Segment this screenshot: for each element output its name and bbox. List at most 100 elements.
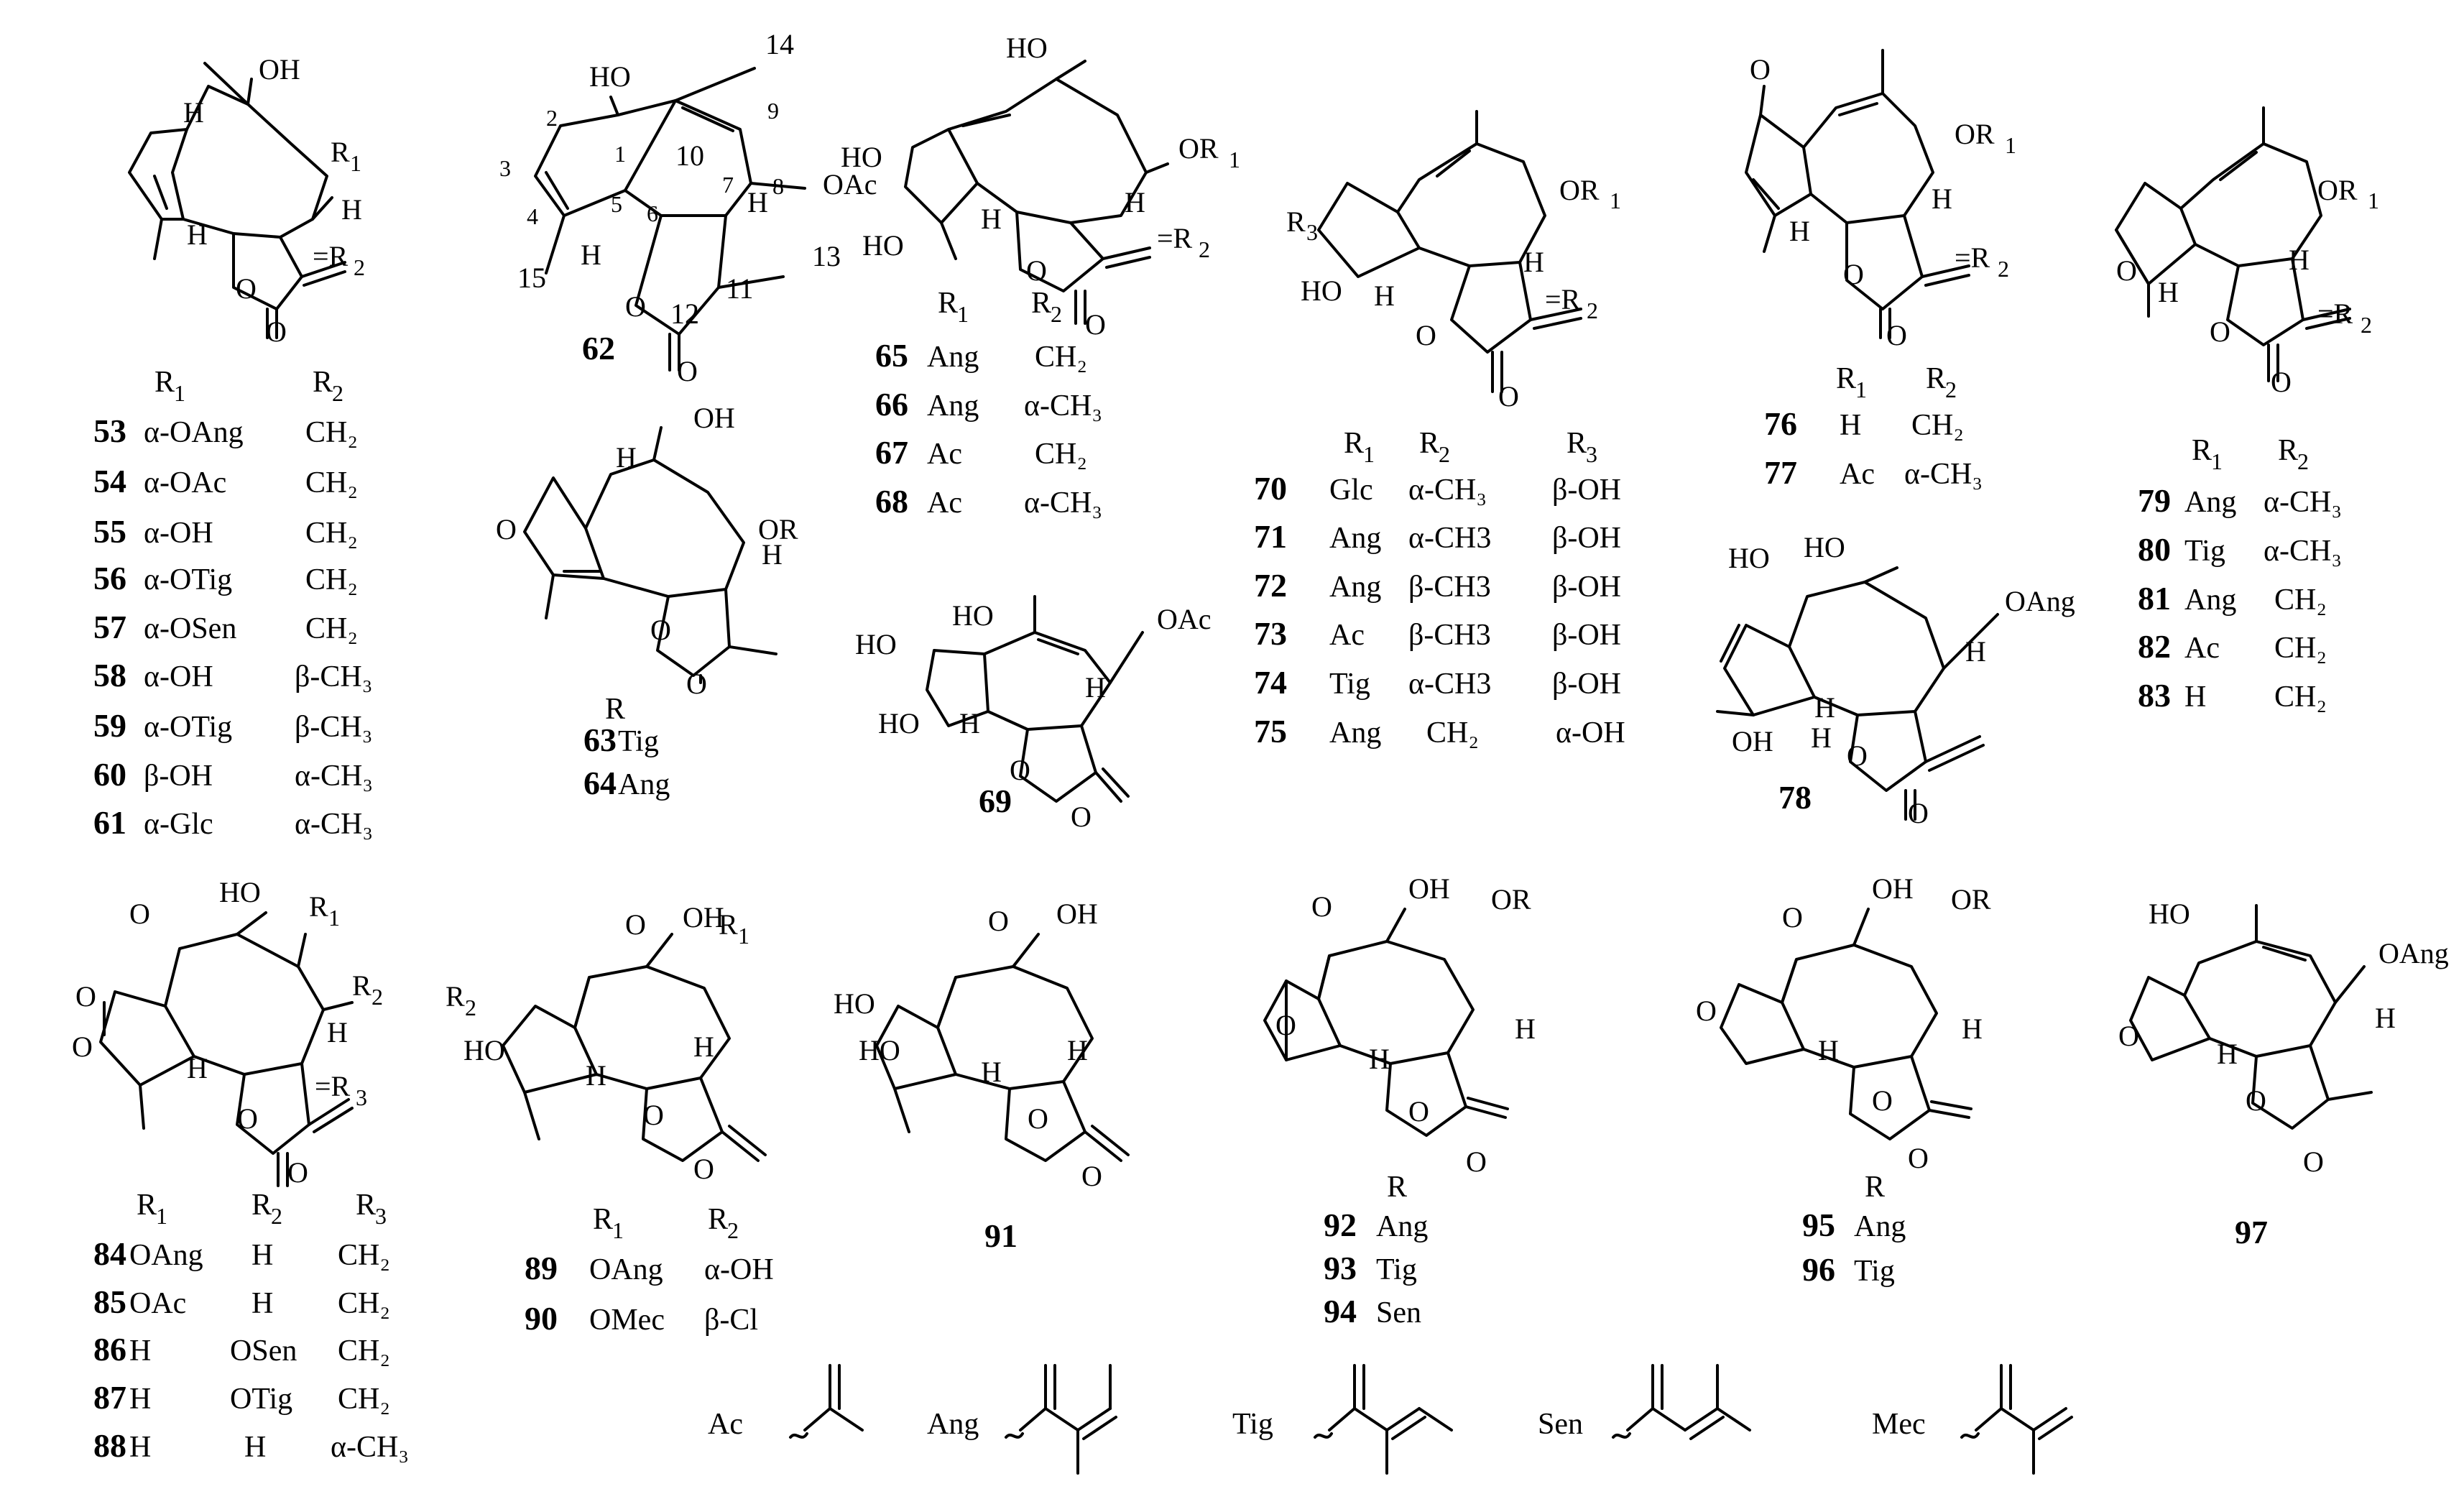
table-header-label: R [1031, 287, 1051, 320]
compound-number: 90 [525, 1300, 558, 1337]
atom-label: R [309, 890, 328, 923]
atom-label: 2 [1587, 298, 1598, 323]
table-header-label: 3 [375, 1203, 387, 1229]
table-header-label: R [1836, 362, 1856, 395]
substituent-value: CH₂ [305, 517, 358, 550]
atom-label: H [1932, 183, 1952, 215]
atom-label: OR [1955, 118, 1995, 150]
atom-label: O [677, 355, 698, 387]
atom-label: O [2210, 315, 2230, 348]
atom-label: H [693, 1031, 714, 1063]
atom-label: O [1498, 380, 1519, 412]
atom-label: O [988, 905, 1009, 937]
substituent-value: CH₂ [305, 466, 358, 499]
atom-label: H [183, 96, 204, 129]
atom-label: R [719, 908, 738, 941]
table-header-label: 2 [727, 1217, 739, 1243]
substituent-value: Tig [1854, 1255, 1895, 1288]
atom-label: HO [589, 60, 631, 93]
atom-label: O [650, 614, 671, 646]
table-header-label: R [708, 1203, 728, 1236]
substituent-value: Ac [1329, 619, 1365, 652]
compound-number: 95 [1802, 1207, 1835, 1243]
atom-label: H [1789, 215, 1810, 247]
table-header-label: 2 [2297, 448, 2309, 474]
substituent-value: CH₂ [2274, 681, 2327, 714]
atom-label: OR [1951, 883, 1991, 916]
substituent-value: Tig [618, 725, 659, 758]
compound-number: 56 [93, 560, 126, 596]
table-header-label: R [154, 366, 175, 399]
substituent-value: β-OH [1552, 571, 1621, 604]
compound-number: 78 [1778, 779, 1812, 816]
table-header-label: R [252, 1189, 272, 1222]
atom-label: O [693, 1153, 714, 1185]
atom-label: O [1085, 308, 1106, 341]
table-header-label: R [356, 1189, 376, 1222]
atom-label: O [1908, 797, 1929, 829]
atom-label: H [586, 1059, 606, 1092]
table-header-label: 1 [957, 301, 969, 327]
substituent-value: Ac [2184, 632, 2220, 665]
compound-number: 94 [1324, 1293, 1357, 1329]
substituent-value: Ang [1329, 522, 1381, 555]
atom-label: 7 [722, 172, 734, 198]
atom-label: O [1026, 254, 1047, 287]
atom-label: O [236, 272, 257, 305]
compound-number: 83 [2138, 677, 2171, 714]
substituent-value: CH₂ [1035, 438, 1087, 471]
substituent-value: Tig [2184, 535, 2225, 568]
substituent-value: OSen [230, 1334, 297, 1368]
substituent-value: Ang [618, 768, 670, 801]
atom-label: OR [1559, 174, 1600, 206]
compound-number: 60 [93, 756, 126, 793]
atom-label: 2 [546, 105, 558, 131]
compound-number: 97 [2235, 1214, 2268, 1250]
atom-label: OH [259, 53, 300, 86]
atom-label: O [643, 1099, 664, 1131]
atom-label: 14 [765, 28, 794, 60]
table-header-label: 1 [156, 1203, 167, 1229]
table-header-label: R [2192, 434, 2212, 467]
atom-label: 3 [1306, 219, 1318, 245]
atom-label: OR [1491, 883, 1531, 916]
compound-number: 53 [93, 412, 126, 449]
compound-number: 61 [93, 804, 126, 841]
substituent-value: α-OH [704, 1253, 774, 1286]
substituent-value: H [1840, 409, 1861, 442]
substituent-value: α-CH₃ [295, 760, 373, 793]
structure-84-88 [99, 911, 354, 1187]
atom-label: OR [2317, 174, 2358, 206]
atom-label: 8 [772, 173, 784, 199]
atom-label: HO [2149, 898, 2190, 930]
substituent-value: H [244, 1431, 266, 1464]
compound-number: 84 [93, 1235, 126, 1272]
substituent-value: α-OAng [144, 416, 244, 449]
atom-label: O [72, 1031, 93, 1063]
atom-label: O [1081, 1160, 1102, 1192]
compound-number: 81 [2138, 580, 2171, 617]
atom-label: H [1811, 722, 1832, 754]
substituent-value: H [2184, 681, 2206, 714]
atom-label: O [1750, 53, 1771, 86]
atom-label: 5 [611, 191, 622, 217]
compound-number: 75 [1254, 713, 1287, 750]
compound-number: 93 [1324, 1250, 1357, 1286]
structure-53-61 [128, 62, 346, 339]
substituent-value: Ang [2184, 486, 2236, 519]
atom-label: =R [1955, 241, 1990, 274]
atom-label: HO [862, 229, 904, 262]
compound-number: 85 [93, 1283, 126, 1320]
substituent-value: CH₂ [1035, 341, 1087, 374]
atom-label: O [75, 980, 96, 1013]
substituent-value: α-CH3 [1408, 668, 1491, 701]
substituent-value: OAng [589, 1253, 663, 1286]
structure-95-96 [1720, 908, 1972, 1140]
structure-79-83 [2115, 106, 2351, 382]
atom-label: O [686, 668, 707, 700]
atom-label: 1 [1610, 188, 1621, 213]
substituent-value: β-CH₃ [295, 711, 372, 744]
atom-label: HO [1006, 32, 1048, 64]
atom-label: O [625, 908, 646, 941]
